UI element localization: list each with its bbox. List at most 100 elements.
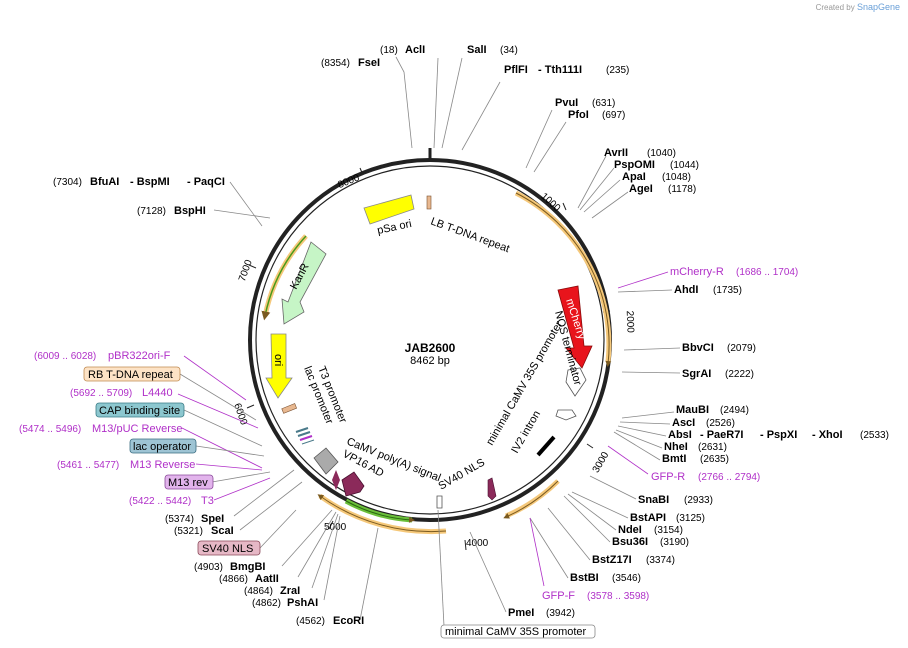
svg-text:BspHI: BspHI	[174, 205, 206, 217]
snapgene-logo: SnapGene	[856, 2, 900, 12]
svg-text:(3125): (3125)	[676, 513, 705, 524]
primer-l4440[interactable]: (5692 .. 5709)L4440	[70, 387, 173, 399]
enzyme-nhei[interactable]: NheI(2631)	[664, 441, 727, 453]
enzyme-ahdi[interactable]: AhdI(1735)	[674, 284, 742, 296]
svg-text:BbvCI: BbvCI	[682, 342, 714, 354]
enzyme-apai[interactable]: ApaI(1048)	[622, 171, 691, 183]
svg-text:GFP-R: GFP-R	[651, 471, 685, 483]
enzyme-acii[interactable]: (18)AclI	[380, 44, 425, 56]
enzyme-pflfi[interactable]: PflFI- Tth111I(235)	[504, 64, 629, 76]
box-lac-operator[interactable]: lac operator	[129, 438, 197, 454]
svg-text:3000: 3000	[591, 450, 612, 475]
enzyme-absi[interactable]: AbsI- PaeR7I- PspXI- XhoI(2533)	[668, 429, 889, 441]
lac-stack	[295, 427, 315, 445]
enzyme-pmei[interactable]: PmeI(3942)	[508, 607, 575, 619]
enzyme-pspomi[interactable]: PspOMI (1044)	[614, 159, 699, 171]
enzyme-pvui[interactable]: PvuI(631)	[555, 97, 615, 109]
box-m13-rev[interactable]: M13 rev	[164, 474, 214, 490]
enzyme-bbvci[interactable]: BbvCI(2079)	[682, 342, 756, 354]
svg-text:(5461 .. 5477): (5461 .. 5477)	[57, 460, 119, 471]
enzyme-avrii[interactable]: AvrII(1040)	[604, 147, 676, 159]
enzyme-bstbi[interactable]: BstBI(3546)	[570, 572, 641, 584]
credit-prefix: Created by	[815, 3, 855, 12]
box-cap-binding-site[interactable]: CAP binding site	[95, 402, 185, 418]
enzyme-maubi[interactable]: MauBI(2494)	[676, 404, 749, 416]
enzyme-sali[interactable]: SalI(34)	[467, 44, 518, 56]
svg-text:- PspXI: - PspXI	[760, 429, 797, 441]
enzyme-snabi[interactable]: SnaBI(2933)	[638, 494, 713, 506]
svg-text:2000: 2000	[624, 310, 636, 333]
enzyme-bsphi[interactable]: (7128)BspHI	[137, 205, 206, 217]
box-minimal-camv-35s-promoter[interactable]: minimal CaMV 35S promoter	[440, 624, 596, 639]
svg-text:(4862): (4862)	[252, 598, 281, 609]
svg-text:PflFI: PflFI	[504, 64, 528, 76]
primer-gfp-r[interactable]: GFP-R (2766 .. 2794)	[651, 471, 760, 483]
svg-text:(2766 .. 2794): (2766 .. 2794)	[698, 472, 760, 483]
primer-m13-reverse[interactable]: (5461 .. 5477) M13 Reverse	[57, 459, 195, 471]
enzyme-ecori[interactable]: (4562)EcoRI	[296, 615, 364, 627]
orf-arc-top-right-inner	[515, 192, 612, 367]
svg-text:(2533): (2533)	[860, 430, 889, 441]
svg-text:AhdI: AhdI	[674, 284, 698, 296]
svg-text:- Tth111I: - Tth111I	[538, 64, 582, 76]
enzyme-zrai[interactable]: (4864)ZraI	[244, 585, 300, 597]
svg-text:CAP binding site: CAP binding site	[99, 405, 180, 417]
enzyme-scai[interactable]: (5321)ScaI	[174, 525, 234, 537]
svg-text:AscI: AscI	[672, 417, 695, 429]
lb-repeat-label: LB T-DNA repeat	[429, 216, 511, 256]
enzyme-bfuai[interactable]: (7304)BfuAI- BspMI- PaqCI	[53, 176, 225, 188]
svg-text:lac operator: lac operator	[133, 441, 191, 453]
svg-text:- XhoI: - XhoI	[812, 429, 843, 441]
primer-gfp-f[interactable]: GFP-F(3578 .. 3598)	[542, 590, 649, 602]
svg-text:(5321): (5321)	[174, 526, 203, 537]
svg-text:MauBI: MauBI	[676, 404, 709, 416]
svg-text:SV40 NLS: SV40 NLS	[202, 543, 253, 555]
primer-m13puc-rev[interactable]: (5474 .. 5496)M13/pUC Reverse	[19, 423, 182, 435]
primer-leaders	[177, 271, 669, 587]
primer-mcherry-r[interactable]: mCherry-R(1686 .. 1704)	[670, 266, 798, 278]
enzyme-bmgbi[interactable]: (4903)BmgBI	[194, 561, 265, 573]
enzyme-bstapi[interactable]: BstAPI (3125)	[630, 512, 705, 524]
svg-text:AvrII: AvrII	[604, 147, 628, 159]
svg-text:AatII: AatII	[255, 573, 279, 585]
enzyme-sgrai[interactable]: SgrAI(2222)	[682, 368, 754, 380]
svg-text:7000: 7000	[237, 258, 255, 283]
svg-text:(7304): (7304)	[53, 177, 82, 188]
svg-text:(3942): (3942)	[546, 608, 575, 619]
enzyme-agei[interactable]: AgeI(1178)	[629, 183, 696, 195]
enzyme-bmti[interactable]: BmtI(2635)	[662, 453, 729, 465]
enzyme-asci[interactable]: AscI(2526)	[672, 417, 735, 429]
enzyme-spei[interactable]: (5374)SpeI	[165, 513, 224, 525]
enzyme-pshai[interactable]: (4862) PshAI	[252, 597, 318, 609]
svg-text:PshAI: PshAI	[287, 597, 318, 609]
tick-7000: 7000	[237, 258, 257, 283]
svg-text:8000: 8000	[336, 172, 361, 191]
svg-text:Bsu36I: Bsu36I	[612, 536, 648, 548]
box-sv40-nls[interactable]: SV40 NLS	[197, 540, 261, 556]
svg-text:(5692 .. 5709): (5692 .. 5709)	[70, 388, 132, 399]
enzyme-bsu36i[interactable]: Bsu36I(3190)	[612, 536, 689, 548]
svg-text:(3154): (3154)	[654, 525, 683, 536]
primer-t3[interactable]: (5422 .. 5442)T3	[129, 495, 214, 507]
iv2-intron-label: IV2 intron	[509, 409, 543, 456]
tick-4000: 4000	[464, 538, 489, 551]
enzyme-fsei[interactable]: (8354)FseI	[321, 57, 380, 69]
svg-text:ZraI: ZraI	[280, 585, 300, 597]
svg-text:(1044): (1044)	[670, 160, 699, 171]
svg-text:(1048): (1048)	[662, 172, 691, 183]
enzyme-aatii[interactable]: (4866)AatII	[219, 573, 279, 585]
vp16-small-mark	[332, 470, 340, 490]
svg-text:pBR322ori-F: pBR322ori-F	[108, 350, 171, 362]
enzyme-pfoi[interactable]: PfoI(697)	[568, 109, 625, 121]
svg-text:PspOMI: PspOMI	[614, 159, 655, 171]
box-rb-tdna-repeat[interactable]: RB T-DNA repeat	[83, 366, 181, 382]
svg-text:BstAPI: BstAPI	[630, 512, 666, 524]
svg-text:M13 Reverse: M13 Reverse	[130, 459, 195, 471]
enzyme-ndei[interactable]: NdeI(3154)	[618, 524, 683, 536]
primer-pbr322ori-f[interactable]: (6009 .. 6028)pBR322ori-F	[34, 350, 171, 362]
svg-text:(2635): (2635)	[700, 454, 729, 465]
enzyme-bstz17i[interactable]: BstZ17I(3374)	[592, 554, 675, 566]
svg-text:SgrAI: SgrAI	[682, 368, 711, 380]
svg-text:M13 rev: M13 rev	[168, 477, 208, 489]
